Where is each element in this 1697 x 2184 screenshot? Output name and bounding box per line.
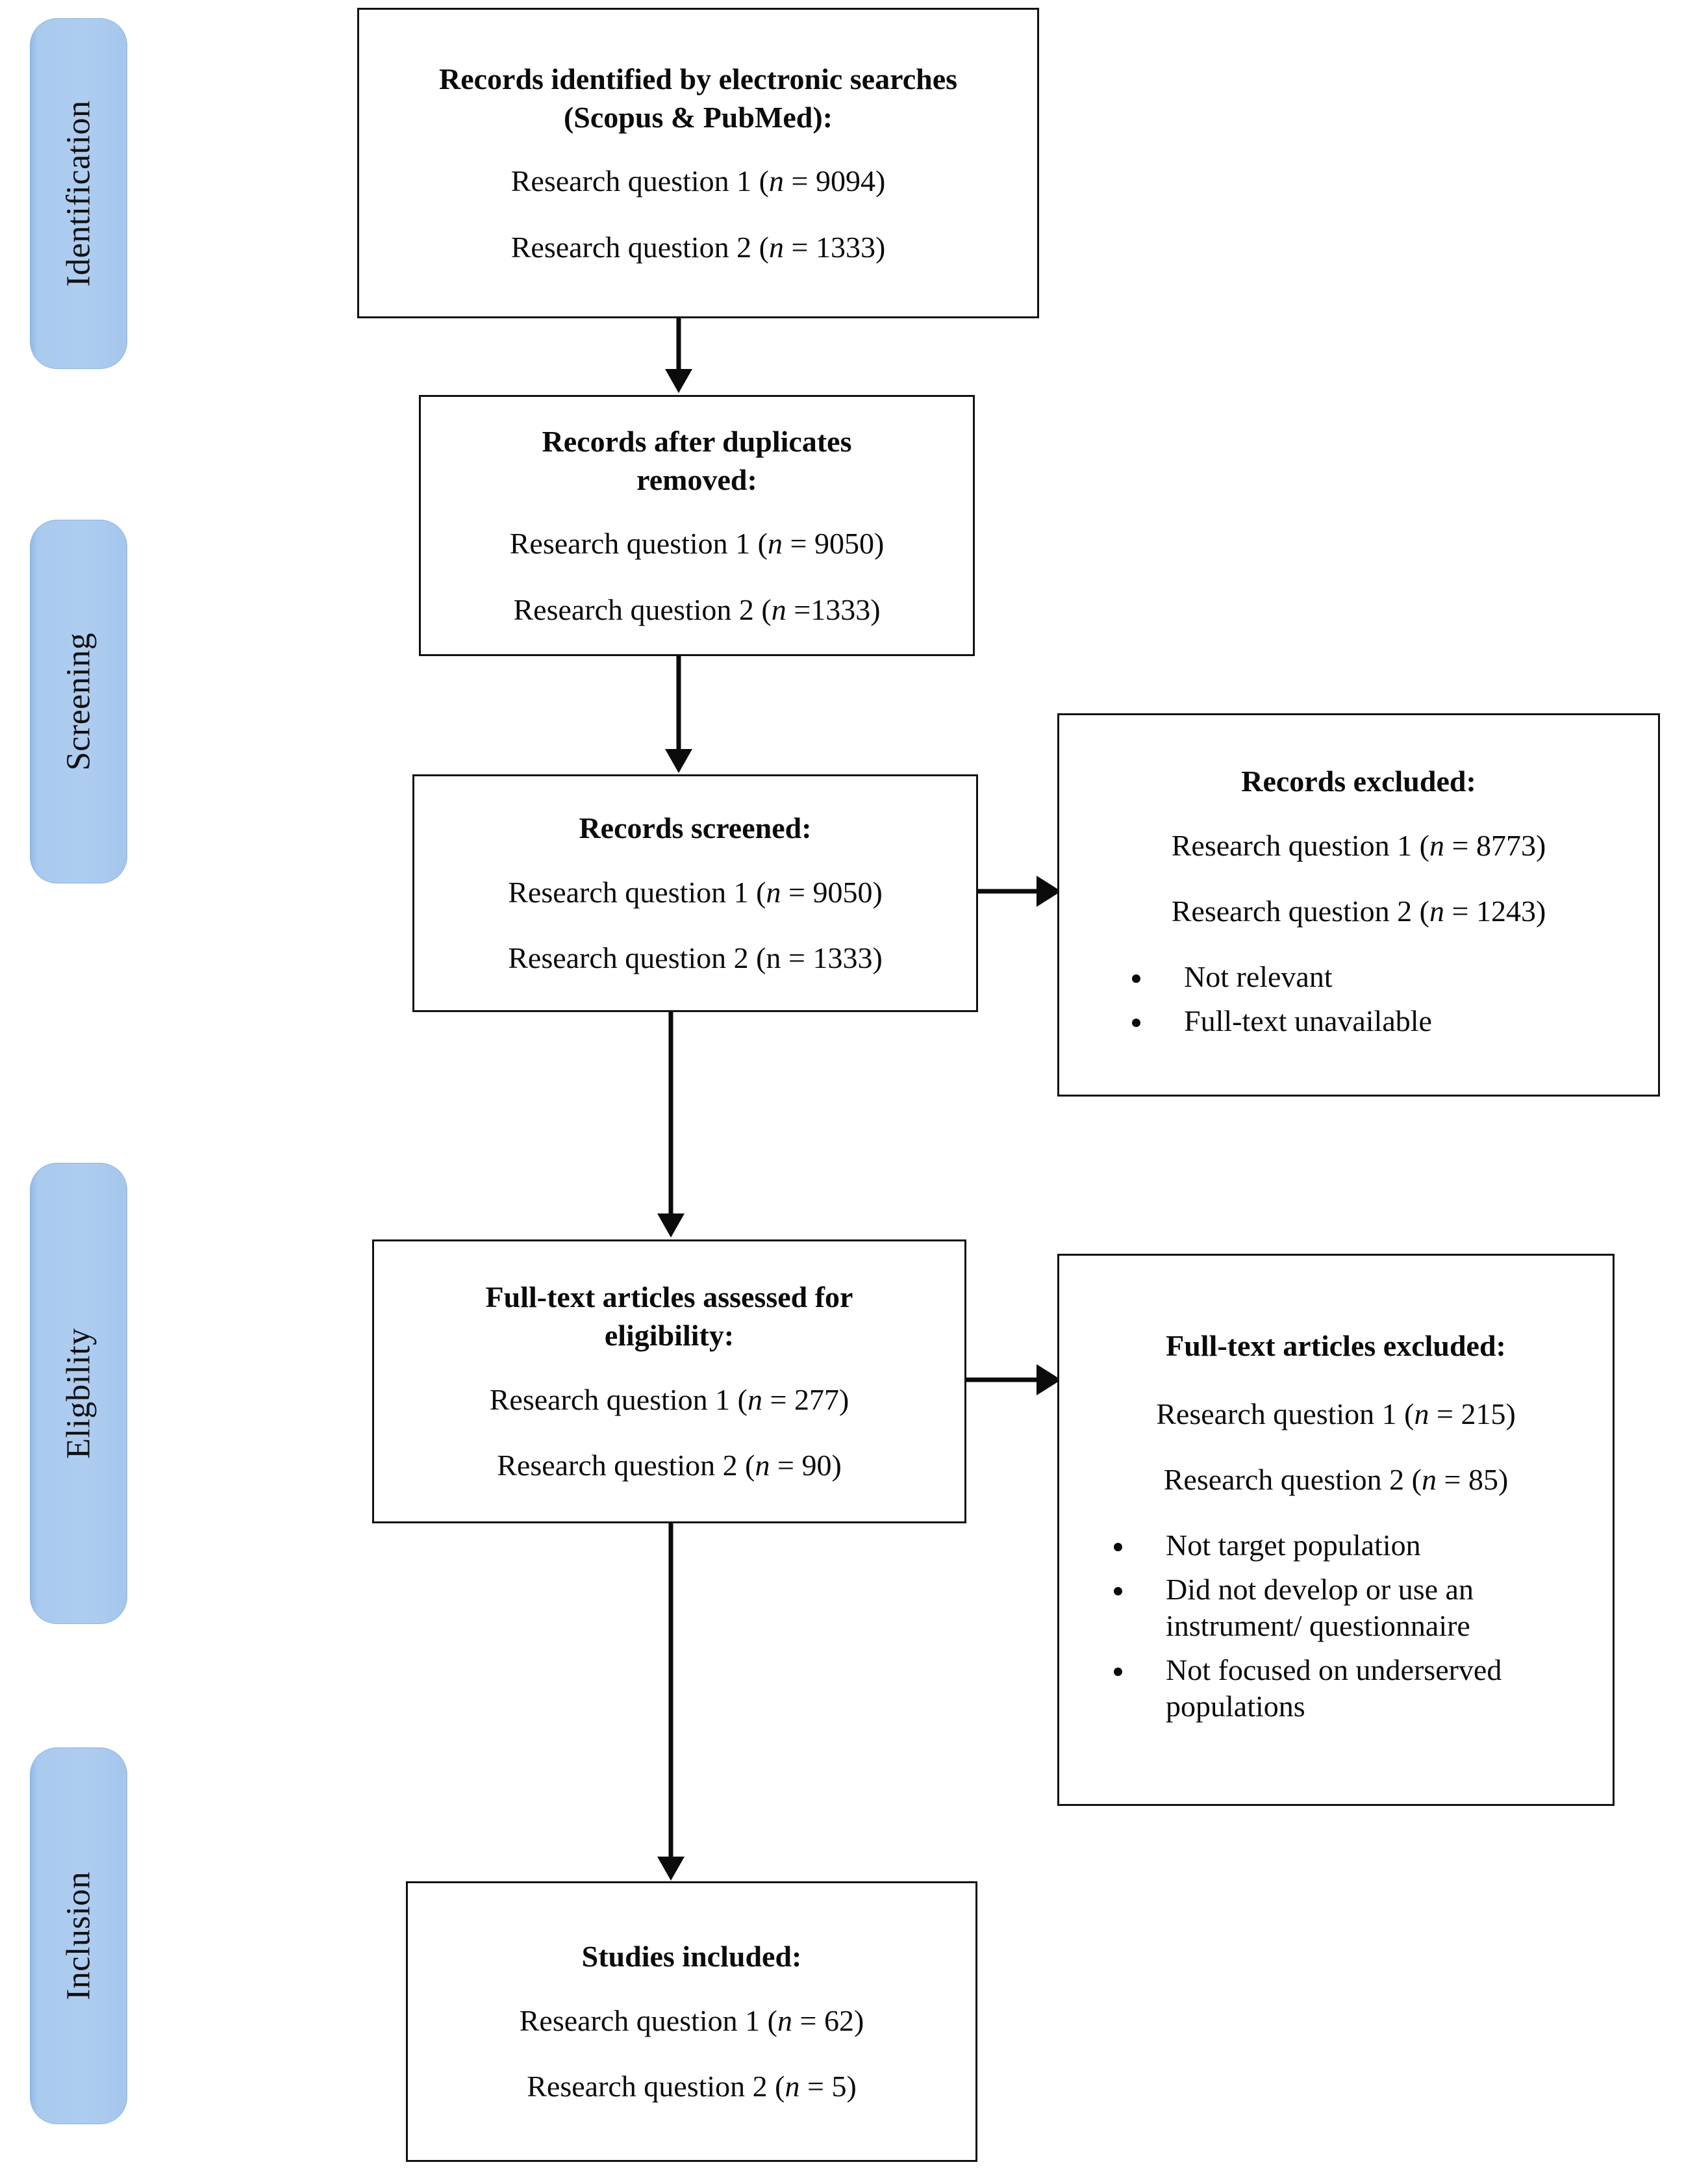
box-records-identified-title: Records identified by electronic searche… [376,60,1020,137]
box-records-after-duplicates: Records after duplicates removed: Resear… [419,395,975,656]
italic-n: n [766,875,781,909]
box-records-excluded-rq1: Research question 1 (n = 8773) [1171,828,1546,862]
box-studies-included-title: Studies included: [581,1940,802,1974]
italic-n: n [1429,828,1444,862]
box-records-screened-rq2: Research question 2 (n = 1333) [508,941,883,975]
box-records-excluded-title: Records excluded: [1241,764,1476,798]
box-fulltext-assessed-title: Full-text articles assessed for eligibil… [391,1278,948,1355]
box-records-screened-rq1: Research question 1 (n = 9050) [508,875,883,909]
italic-n: n [785,2070,800,2103]
box-records-identified-rq1: Research question 1 (n = 9094) [510,164,886,198]
box-records-after-duplicates-rq1: Research question 1 (n = 9050) [509,527,885,561]
list-item: Not relevant [1128,959,1641,995]
list-item: Full-text unavailable [1128,1003,1641,1039]
arrow-fulltext-assessed-to-studies-included [657,1523,685,1881]
stage-pill-eligibility: Eligbility [30,1163,127,1624]
box-fulltext-assessed-rq1: Research question 1 (n = 277) [489,1382,849,1416]
box-records-identified-title-line1: Records identified by electronic searche… [438,62,958,95]
box-records-excluded-rq2: Research question 2 (n = 1243) [1171,895,1546,928]
box-studies-included: Studies included: Research question 1 (n… [406,1881,977,2162]
italic-n: n [769,230,784,264]
box-fulltext-assessed: Full-text articles assessed for eligibil… [372,1239,966,1523]
stage-label-inclusion: Inclusion [60,1871,97,2001]
stage-label-screening: Screening [60,632,97,771]
italic-n: n [768,527,783,561]
italic-n: n [1429,895,1444,928]
box-fulltext-excluded-rq2: Research question 2 (n = 85) [1163,1463,1509,1497]
italic-n: n [769,164,784,198]
italic-n: n [771,592,786,626]
box-studies-included-rq1: Research question 1 (n = 62) [519,2003,864,2037]
italic-n: n [755,1449,770,1482]
arrow-screened-to-records-excluded [977,876,1061,907]
box-fulltext-assessed-rq2: Research question 2 (n = 90) [497,1449,842,1482]
box-records-excluded: Records excluded: Research question 1 (n… [1057,713,1660,1097]
box-records-after-duplicates-rq2: Research question 2 (n =1333) [513,592,881,626]
list-item: Not focused on underserved populations [1110,1652,1601,1725]
box-records-after-duplicates-title-line1: Records after duplicates [542,424,852,458]
box-records-screened-title: Records screened: [579,811,812,845]
italic-n: n [777,2003,792,2037]
arrow-screened-to-fulltext-assessed [657,1012,685,1238]
box-records-after-duplicates-title-line2: removed: [636,463,757,496]
arrow-fulltext-assessed-to-fulltext-excluded [965,1364,1061,1395]
list-item: Not target population [1110,1527,1601,1564]
box-fulltext-excluded-title: Full-text articles excluded: [1166,1328,1506,1362]
box-records-identified: Records identified by electronic searche… [357,8,1039,318]
box-fulltext-excluded: Full-text articles excluded: Research qu… [1057,1254,1615,1806]
stage-pill-screening: Screening [30,520,127,883]
box-records-identified-rq2: Research question 2 (n = 1333) [510,230,886,264]
box-records-after-duplicates-title: Records after duplicates removed: [438,423,956,500]
stage-pill-inclusion: Inclusion [30,1747,127,2124]
stage-pill-identification: Identification [30,18,127,369]
arrow-after-duplicates-to-screened [665,656,692,773]
box-records-identified-title-line2: (Scopus & PubMed): [563,100,833,134]
italic-n: n [1414,1397,1429,1430]
stage-label-identification: Identification [60,100,97,287]
box-records-screened: Records screened: Research question 1 (n… [412,774,978,1012]
box-records-excluded-reasons: Not relevant Full-text unavailable [1076,959,1641,1039]
box-fulltext-assessed-title-line2: eligibility: [604,1319,735,1352]
box-studies-included-rq2: Research question 2 (n = 5) [527,2070,857,2103]
italic-n: n [748,1382,762,1416]
box-fulltext-assessed-title-line1: Full-text articles assessed for [485,1280,853,1314]
list-item: Did not develop or use an instrument/ qu… [1110,1571,1601,1644]
arrow-identified-to-after-duplicates [665,317,692,393]
box-fulltext-excluded-reasons: Not target population Did not develop or… [1071,1527,1601,1725]
italic-n: n [1422,1463,1437,1497]
box-fulltext-excluded-rq1: Research question 1 (n = 215) [1156,1397,1516,1430]
stage-label-eligibility: Eligbility [60,1328,97,1459]
